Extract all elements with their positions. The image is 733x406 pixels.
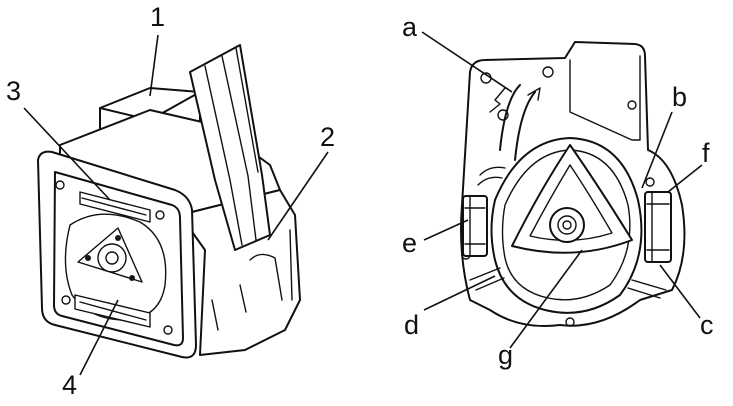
- leader-lines: [23, 31, 703, 376]
- housing-section-drawing: [460, 41, 686, 327]
- labels-left: 1 2 3 4: [6, 2, 335, 400]
- engine-block-drawing: [37, 44, 301, 359]
- label-4: 4: [62, 370, 77, 400]
- label-3: 3: [6, 76, 21, 106]
- label-1: 1: [150, 2, 165, 32]
- label-d: d: [404, 310, 419, 340]
- label-2: 2: [320, 122, 335, 152]
- label-c: c: [700, 310, 714, 340]
- label-f: f: [702, 138, 710, 168]
- label-b: b: [672, 82, 687, 112]
- labels-right: a b c d e f g: [402, 12, 714, 370]
- label-e: e: [402, 228, 417, 258]
- label-g: g: [498, 340, 513, 370]
- label-a: a: [402, 12, 418, 42]
